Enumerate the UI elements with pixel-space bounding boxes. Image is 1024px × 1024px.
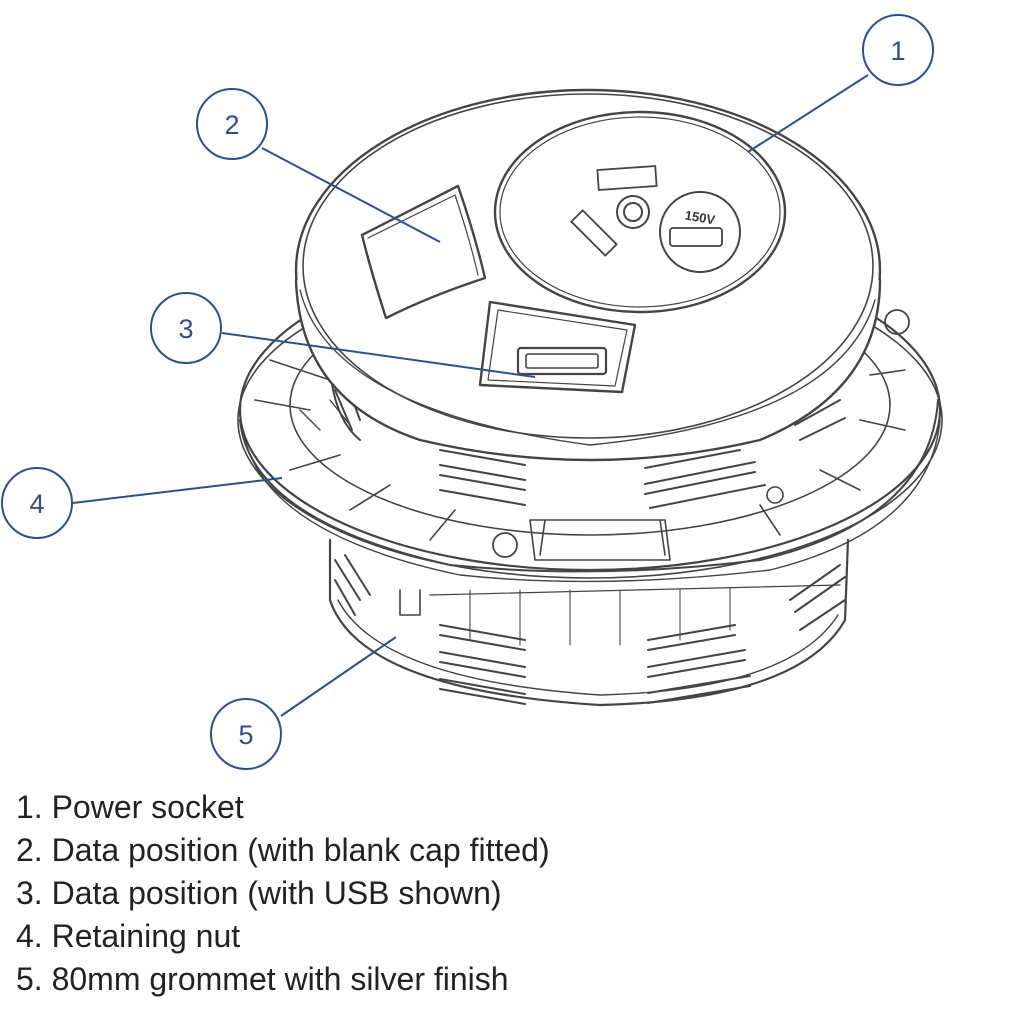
callout-number: 3 bbox=[178, 314, 193, 344]
callout-2: 2 bbox=[196, 88, 268, 160]
socket-marking: 150V bbox=[684, 207, 717, 227]
callout-3: 3 bbox=[150, 292, 222, 364]
grommet-body bbox=[328, 538, 850, 707]
legend-item-power-socket: 1. Power socket bbox=[16, 789, 244, 825]
lower-thread-slots bbox=[334, 554, 846, 705]
leader-line-3 bbox=[221, 332, 536, 378]
callout-4: 4 bbox=[1, 467, 73, 539]
callout-number: 5 bbox=[238, 720, 253, 750]
leader-line-1 bbox=[747, 74, 869, 153]
leader-line-5 bbox=[280, 636, 397, 717]
grommet-diagram: 150V 1 2 3 4 5 bbox=[1, 14, 943, 770]
legend-item-usb: 3. Data position (with USB shown) bbox=[16, 875, 502, 911]
leader-line-4 bbox=[72, 477, 283, 504]
callout-number: 1 bbox=[890, 36, 905, 66]
leader-lines bbox=[72, 74, 869, 717]
callout-1: 1 bbox=[862, 14, 934, 86]
callout-5: 5 bbox=[210, 698, 282, 770]
callout-number: 4 bbox=[29, 489, 44, 519]
legend: 1. Power socket 2. Data position (with b… bbox=[16, 786, 550, 1001]
legend-item-retaining-nut: 4. Retaining nut bbox=[16, 918, 241, 954]
power-socket bbox=[493, 110, 787, 314]
legend-item-blank-cap: 2. Data position (with blank cap fitted) bbox=[16, 832, 550, 868]
leader-line-2 bbox=[261, 147, 441, 243]
usb-module bbox=[478, 300, 637, 394]
legend-item-grommet: 5. 80mm grommet with silver finish bbox=[16, 961, 509, 997]
callout-number: 2 bbox=[224, 110, 239, 140]
blank-cap bbox=[360, 184, 487, 320]
